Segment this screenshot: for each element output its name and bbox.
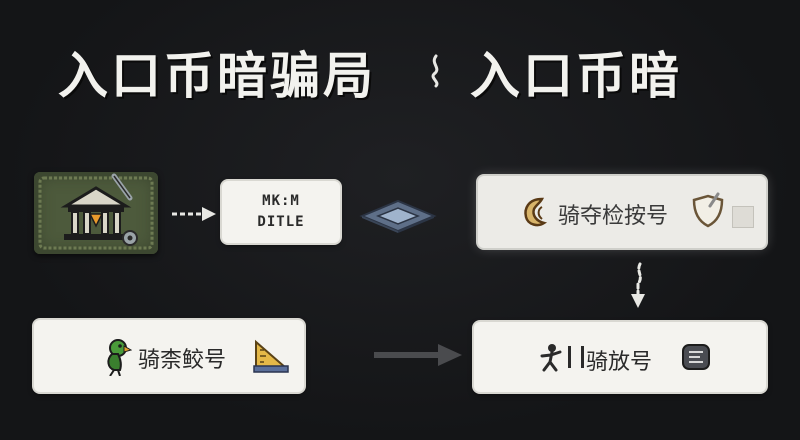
bottom-right-card: 骑放号 — [474, 322, 766, 392]
title-bar: 入口币暗骗局 入口币暗 — [0, 36, 800, 106]
corner-cube — [732, 206, 754, 228]
bottom-left-label: 骑柰鲛号 — [138, 348, 227, 373]
runner-icon — [540, 344, 562, 372]
badge-icon — [682, 344, 710, 370]
title-separator-icon — [431, 54, 439, 88]
bank-icon — [38, 173, 154, 250]
arrow-top-to-bottom-right — [631, 262, 645, 308]
bottom-left-card: 骑柰鲛号 — [34, 320, 304, 392]
bar-marks — [568, 346, 584, 368]
top-right-card: 骑夺检按号 — [478, 176, 766, 248]
arrow-bank-to-mkm — [172, 207, 216, 221]
parrot-icon — [107, 339, 132, 376]
page-title-right: 入口币暗 — [470, 47, 682, 105]
mkm-line-1: MK:M — [262, 193, 300, 209]
chip-icon — [359, 199, 437, 233]
top-right-label: 骑夺检按号 — [558, 204, 669, 229]
mkm-ditle-card: MK:M DITLE — [222, 181, 340, 243]
bank-node — [34, 172, 158, 254]
arrow-bottom-left-to-right — [374, 344, 462, 366]
bottom-right-label: 骑放号 — [586, 350, 653, 375]
gold-coin-icon — [524, 197, 548, 227]
mkm-line-2: DITLE — [257, 214, 305, 230]
page-title-left: 入口币暗骗局 — [58, 47, 376, 105]
ruler-icon — [253, 339, 289, 373]
shield-icon — [692, 192, 724, 228]
